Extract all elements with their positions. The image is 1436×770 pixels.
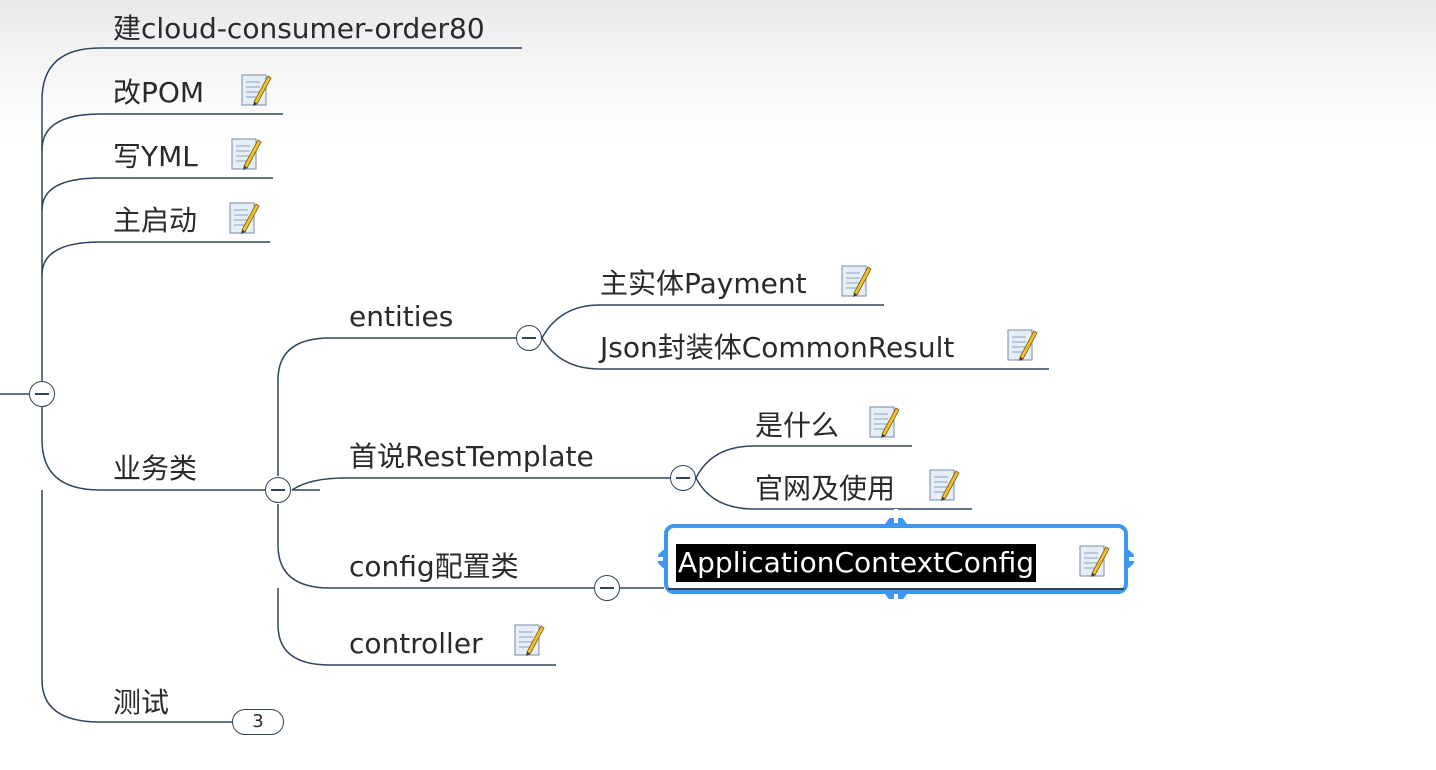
topic-main-startup[interactable]: 主启动 xyxy=(113,204,198,237)
add-plus-icon[interactable] xyxy=(882,500,910,528)
add-plus-icon[interactable] xyxy=(642,545,670,573)
selected-node-label[interactable]: ApplicationContextConfig xyxy=(676,544,1036,582)
note-pencil-icon[interactable] xyxy=(840,263,872,299)
note-pencil-icon[interactable] xyxy=(868,404,900,440)
collapse-minus-icon[interactable] xyxy=(516,325,542,351)
add-plus-icon[interactable] xyxy=(1122,545,1150,573)
subtopic-config[interactable]: config配置类 xyxy=(349,550,519,583)
subtopic-controller[interactable]: controller xyxy=(349,627,483,660)
topic-modify-pom[interactable]: 改POM xyxy=(113,76,205,109)
topic-business-classes[interactable]: 业务类 xyxy=(113,452,198,485)
selected-node-underline xyxy=(668,588,1124,590)
topic-test[interactable]: 测试 xyxy=(113,686,170,719)
note-pencil-icon[interactable] xyxy=(1078,543,1110,579)
note-pencil-icon[interactable] xyxy=(228,200,260,236)
topic-write-yml[interactable]: 写YML xyxy=(113,140,198,173)
note-pencil-icon[interactable] xyxy=(240,72,272,108)
collapse-minus-icon[interactable] xyxy=(265,477,291,503)
note-pencil-icon[interactable] xyxy=(513,622,545,658)
note-pencil-icon[interactable] xyxy=(230,136,262,172)
add-plus-icon[interactable] xyxy=(882,590,910,618)
collapsed-count-badge[interactable]: 3 xyxy=(232,709,284,735)
collapse-minus-icon[interactable] xyxy=(670,465,696,491)
subtopic-rest-template[interactable]: 首说RestTemplate xyxy=(349,440,594,473)
node-common-result[interactable]: Json封装体CommonResult xyxy=(600,331,955,364)
collapse-minus-icon[interactable] xyxy=(29,381,55,407)
subtopic-entities[interactable]: entities xyxy=(349,300,454,333)
note-pencil-icon[interactable] xyxy=(1006,327,1038,363)
node-what-is[interactable]: 是什么 xyxy=(755,409,840,442)
topic-create-module[interactable]: 建cloud-consumer-order80 xyxy=(113,12,485,45)
node-official-site[interactable]: 官网及使用 xyxy=(755,472,896,505)
collapse-minus-icon[interactable] xyxy=(594,575,620,601)
note-pencil-icon[interactable] xyxy=(928,467,960,503)
node-payment-entity[interactable]: 主实体Payment xyxy=(600,267,807,300)
